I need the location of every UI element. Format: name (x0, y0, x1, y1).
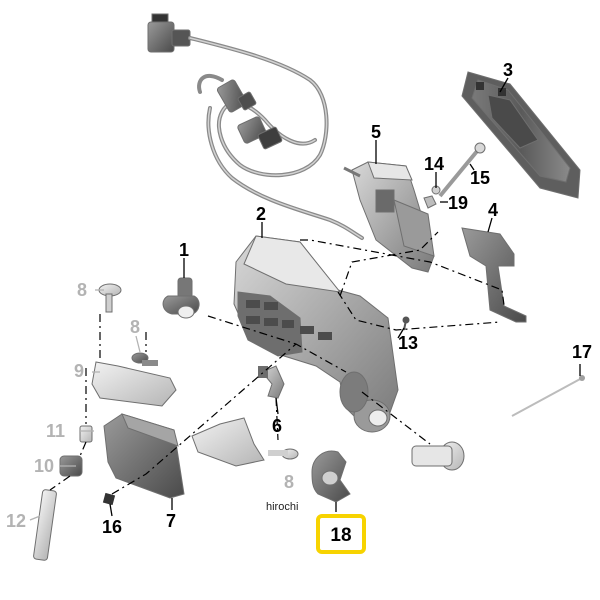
cable-harness (147, 13, 364, 240)
callout-7: 7 (166, 511, 176, 531)
leader-lines (29, 77, 581, 521)
assembly-lines (49, 231, 505, 495)
part-8-bolt-middle (131, 352, 158, 366)
part-2-main-housing (233, 235, 399, 433)
callout-15: 15 (470, 168, 490, 188)
callout-13: 13 (398, 333, 418, 353)
plug-connector-middle (216, 79, 257, 113)
callout-11: 11 (46, 421, 65, 441)
callout-9: 9 (74, 361, 84, 381)
callout-5: 5 (371, 122, 381, 142)
callout-3: 3 (503, 60, 513, 80)
callout-18: 18 (330, 525, 351, 546)
part-8-bolt-upper (98, 283, 122, 313)
part-9-bracket-light (91, 361, 177, 407)
plug-connector-top (147, 13, 191, 53)
part-8-bolt-lower (268, 448, 299, 460)
part-6-small-bracket (258, 365, 285, 399)
callout-8-upper: 8 (77, 280, 87, 300)
part-1-clamp (162, 277, 200, 319)
part-cap-light (411, 441, 465, 471)
part-7-base-block (103, 413, 185, 499)
part-16-small-nut (102, 492, 116, 506)
callout-19: 19 (448, 193, 468, 213)
callout-1: 1 (179, 240, 189, 260)
part-19-nut (423, 195, 437, 209)
watermark-text: hirochi (266, 501, 298, 513)
callout-6: 6 (272, 416, 282, 436)
part-3-mounting-plate (461, 71, 581, 199)
callout-4: 4 (488, 200, 498, 220)
callout-17: 17 (572, 342, 592, 362)
part-11-sleeve (79, 425, 93, 443)
highlighted-callout-18: 18 (316, 514, 366, 554)
callout-8-lower: 8 (284, 472, 294, 492)
part-18-clip (311, 450, 351, 503)
part-12-pin (33, 489, 57, 561)
callout-2: 2 (256, 204, 266, 224)
callout-8-middle: 8 (130, 317, 140, 337)
callout-14: 14 (424, 154, 444, 174)
part-15-long-bolt (438, 142, 486, 198)
part-4-bracket (461, 227, 527, 323)
plug-connector-lower (237, 116, 283, 150)
callout-10: 10 (34, 456, 54, 476)
part-17-tie-rod (511, 375, 585, 417)
part-5-holder-bracket (343, 161, 435, 273)
part-bracket-center-light (191, 417, 265, 467)
callouts: 1 2 3 4 5 6 7 8 8 8 9 10 11 12 13 14 15 … (6, 60, 592, 554)
callout-12: 12 (6, 511, 26, 531)
callout-16: 16 (102, 517, 122, 537)
